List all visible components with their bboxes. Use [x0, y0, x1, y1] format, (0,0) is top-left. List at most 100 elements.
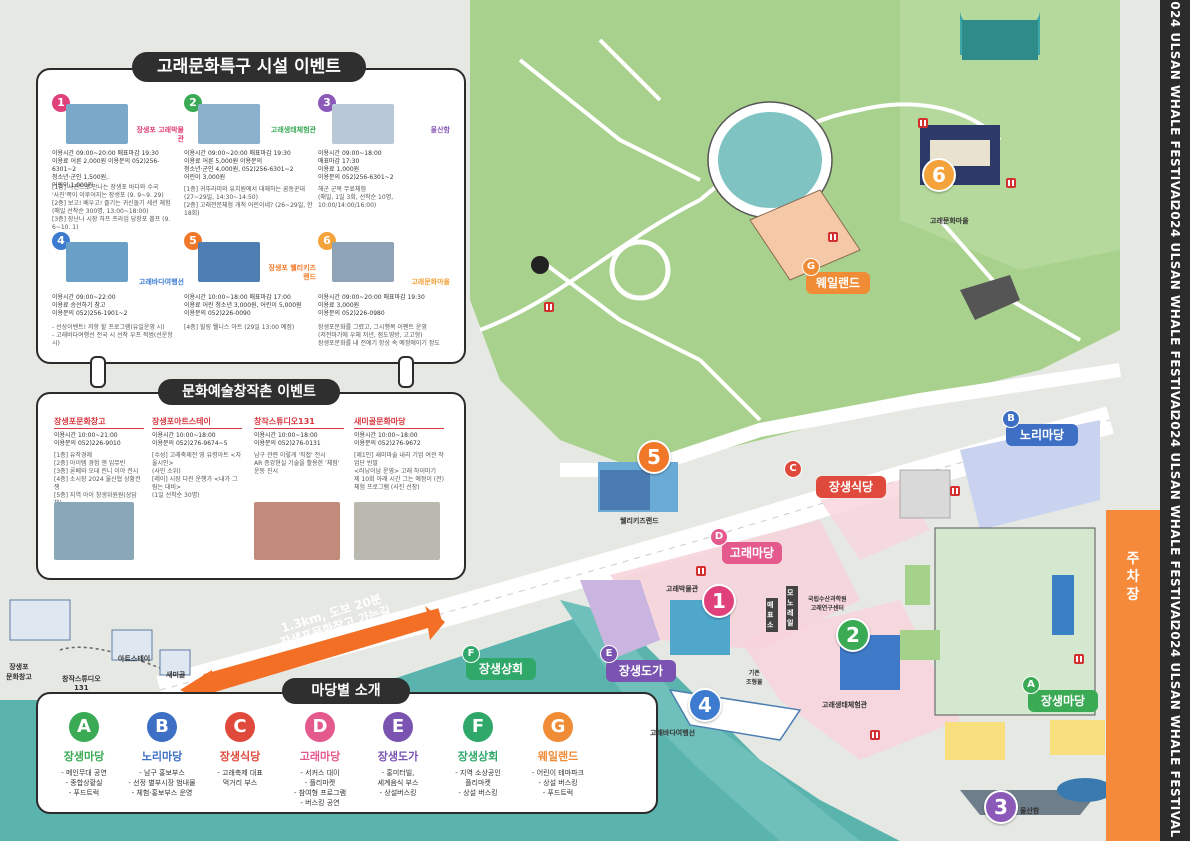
facility-name: 장생포 고래박물관 — [136, 126, 184, 143]
side-banner-label: 2024 ULSAN WHALE FESTIVAL — [1168, 622, 1182, 838]
facility-photo — [332, 104, 394, 144]
venue-notes: 남구 관련 이렇게 '직접' 전시 AR 증강현실 기술을 활용한 '체험' 운… — [254, 452, 340, 475]
yard-desc: - 지역 소상공인 플리마켓 - 상설 버스킹 — [455, 769, 501, 797]
facility-notes: 해군 군복 무료체험 (매일, 1일 3회, 선착순 10명, 10:00/14… — [318, 186, 394, 209]
zone-f-badge: F — [462, 645, 480, 663]
zone-g-label[interactable]: 웨일랜드 — [806, 272, 870, 294]
label-artstay: 아트스테이 — [118, 655, 151, 663]
venue-photo — [54, 502, 134, 560]
panel-connector — [90, 356, 106, 388]
label-saemi: 새미골 — [166, 671, 186, 679]
yard-b: B 노리마당 - 남구 홍보부스 - 선정 별부시장 범내물 - 체험·홍보부스… — [126, 712, 198, 798]
venue-4: 새미골문화마당 이용시간 10:00~18:00 이용문의 052)276-96… — [354, 418, 444, 492]
venue-hours: 이용시간 10:00~21:00 이용문의 052)226-9010 — [54, 432, 121, 447]
zone-d-label[interactable]: 고래마당 — [722, 542, 782, 564]
facility-marker-4[interactable]: 4 — [688, 688, 722, 722]
restroom-icon — [544, 302, 554, 312]
label-small-sign: 기존 조형물 — [746, 670, 763, 686]
venue-photo — [254, 502, 340, 560]
side-banner-label: 2024 ULSAN WHALE FESTIVAL — [1168, 412, 1182, 628]
venue-name: 창작스튜디오131 — [254, 418, 344, 429]
yard-letter: G — [543, 712, 573, 742]
label-warehouse: 장생포 문화창고 — [6, 663, 32, 681]
zone-e-label[interactable]: 장생도가 — [606, 660, 676, 682]
yard-e: E 장생도가 - 홍미터빌, 세계음식 부스 - 상설버스킹 — [362, 712, 434, 798]
zone-d-badge: D — [710, 528, 728, 546]
facility-marker-2[interactable]: 2 — [836, 618, 870, 652]
label-village: 고래문화마을 — [930, 217, 969, 225]
facility-4: 4 고래바다여행선 이용시간 09:00~22:00 이용료 승선하기 참고 이… — [52, 232, 184, 356]
zone-f-label[interactable]: 장생상회 — [466, 658, 536, 680]
yard-name: 노리마당 — [141, 750, 183, 763]
yard-panel — [36, 692, 658, 814]
facility-notes: [1층] 사진으로 만나는 장생포 바다와 수국 '사진'쪽이 이루어지는 장생… — [52, 184, 171, 231]
facility-hours: 이용시간 09:00~20:00 매표마감 19:30 이용료 어른 2,000… — [52, 150, 160, 189]
venue-notes: [제1인] 새미마술 내리 기업 여관 작업단 빈말 <러닝이남 운영> 고래 … — [354, 452, 445, 491]
side-banner — [1160, 0, 1190, 841]
facility-3: 3 울산함 이용시간 09:00~18:00 매표마감 17:30 이용료 1,… — [318, 94, 450, 218]
label-kids-land: 웰리키즈랜드 — [620, 517, 659, 525]
yard-desc: - 메인무대 공연 - 종합상황실 - 푸드트럭 — [61, 769, 107, 797]
facility-name: 고래생태체험관 — [270, 126, 316, 134]
facility-number: 4 — [52, 232, 70, 250]
facility-panel-title: 고래문화특구 시설 이벤트 — [132, 52, 366, 82]
yard-desc: - 어린이 테마파크 - 상설 버스킹 - 푸드트럭 — [531, 769, 585, 797]
facility-name: 고래문화마을 — [411, 278, 450, 286]
facility-photo — [66, 242, 128, 282]
side-banner-label: 2024 ULSAN WHALE FESTIVAL — [1168, 0, 1182, 208]
zone-g-badge: G — [802, 258, 820, 276]
venue-name: 장생포아트스테이 — [152, 418, 242, 429]
label-ulsan-ship: 울산함 — [1020, 807, 1040, 815]
venue-name: 장생포문화창고 — [54, 418, 144, 429]
facility-notes: 장생포문화를 그렸고, 그시행복 이펜트 운영 (저전마기에 우체 저년, 점도… — [318, 324, 440, 347]
venue-hours: 이용시간 10:00~18:00 이용문의 052)276-9672 — [354, 432, 421, 447]
zone-b-label[interactable]: 노리마당 — [1006, 424, 1078, 446]
label-whale-museum: 고래박물관 — [666, 585, 699, 593]
side-banner-label: 2024 ULSAN WHALE FESTIVAL — [1168, 202, 1182, 418]
yard-desc: - 고래축제 대표 먹거리 부스 — [217, 769, 263, 787]
parking-label: 주차장 — [1126, 551, 1140, 603]
yard-letter: B — [147, 712, 177, 742]
yard-name: 고래마당 — [299, 750, 341, 763]
yard-desc: - 남구 홍보부스 - 선정 별부시장 범내물 - 체험·홍보부스 운영 — [128, 769, 196, 797]
venue-hours: 이용시간 10:00~18:00 이용문의 052)276-0131 — [254, 432, 321, 447]
yard-letter: C — [225, 712, 255, 742]
facility-number: 2 — [184, 94, 202, 112]
zone-e-badge: E — [600, 645, 618, 663]
venue-hours: 이용시간 10:00~18:00 이용문의 052)276-9674~5 — [152, 432, 228, 447]
facility-hours: 이용시간 10:00~18:00 매표마감 17:00 이용료 어린 청소년 3… — [184, 294, 302, 317]
venue-photo — [354, 502, 440, 560]
facility-number: 3 — [318, 94, 336, 112]
yard-a: A 장생마당 - 메인무대 공연 - 종합상황실 - 푸드트럭 — [48, 712, 120, 798]
facility-photo — [66, 104, 128, 144]
facility-1: 1 장생포 고래박물관 이용시간 09:00~20:00 매표마감 19:30 … — [52, 94, 184, 231]
yard-g: G 웨일랜드 - 어린이 테마파크 - 상설 버스킹 - 푸드트럭 — [522, 712, 594, 798]
facility-notes: [4층] 힐링 웰니스 아트 (29일 13:00 예정) — [184, 324, 295, 331]
yard-letter: F — [463, 712, 493, 742]
zone-c-label[interactable]: 장생식당 — [816, 476, 886, 498]
yard-name: 장생상회 — [457, 750, 499, 763]
restroom-icon — [696, 566, 706, 576]
yard-name: 웨일랜드 — [537, 750, 579, 763]
facility-notes: - 선상이벤트! 저항 할 프로그램(유일운영 시) - 고래바다여행선 전국 … — [52, 324, 173, 347]
panel-connector — [398, 356, 414, 388]
zone-a-label[interactable]: 장생마당 — [1028, 690, 1098, 712]
facility-marker-3[interactable]: 3 — [984, 790, 1018, 824]
facility-marker-5[interactable]: 5 — [637, 440, 671, 474]
facility-marker-1[interactable]: 1 — [702, 584, 736, 618]
facility-hours: 이용시간 09:00~20:00 매표마감 19:30 이용료 어른 5,000… — [184, 150, 294, 181]
facility-name: 울산함 — [430, 126, 450, 134]
label-cruise: 고래바다여행선 — [650, 729, 696, 737]
label-studio: 창작스튜디오 131 — [62, 675, 101, 692]
facility-hours: 이용시간 09:00~20:00 매표마감 19:30 이용료 3,000원 이… — [318, 294, 425, 317]
facility-number: 1 — [52, 94, 70, 112]
label-monorail: 모노레일 — [786, 586, 798, 630]
restroom-icon — [1074, 654, 1084, 664]
facility-6: 6 고래문화마을 이용시간 09:00~20:00 매표마감 19:30 이용료… — [318, 232, 450, 356]
yard-d: D 고래마당 - 서커스 대이 - 플리마켓 - 참여형 프로그램 - 버스킹 … — [284, 712, 356, 808]
facility-marker-6[interactable]: 6 — [922, 158, 956, 192]
facility-2: 2 고래생태체험관 이용시간 09:00~20:00 매표마감 19:30 이용… — [184, 94, 316, 218]
zone-c-badge: C — [784, 460, 802, 478]
facility-photo — [198, 104, 260, 144]
